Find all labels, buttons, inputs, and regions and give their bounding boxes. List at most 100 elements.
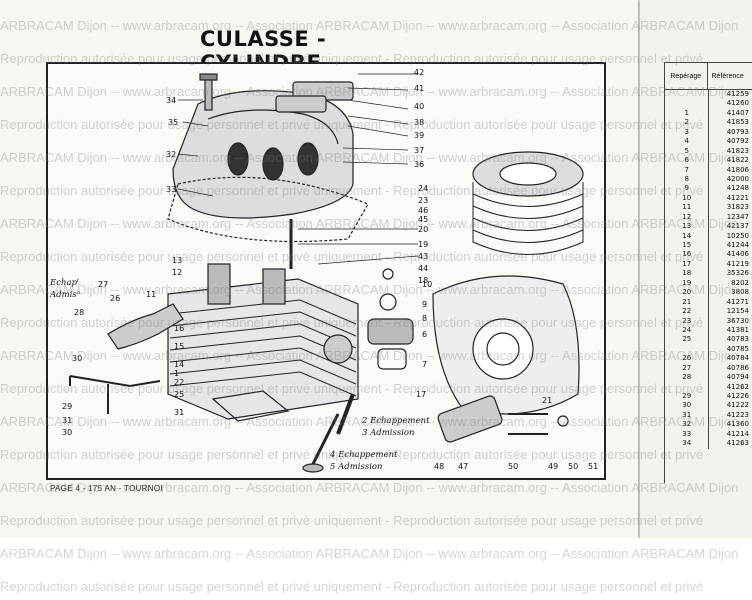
cell-reference: 41262 [726, 382, 749, 391]
cell-reference: 41360 [726, 420, 749, 429]
cell-reference: 40785 [726, 344, 749, 353]
exploded-diagram: 42 41 40 38 39 37 36 34 35 32 33 24 23 4… [46, 62, 606, 480]
callout-47: 47 [458, 462, 469, 471]
callout-30: 30 [72, 354, 83, 363]
cell-reperage: 20 [665, 288, 710, 298]
watermark-line: Reproduction autorisée pour usage person… [0, 315, 704, 330]
watermark-line: ARBRACAM Dijon -- www.arbracam.org -- As… [0, 84, 739, 99]
callout-1: 1 [174, 369, 180, 378]
callout-13: 13 [172, 256, 183, 265]
cell-reperage: 4 [665, 137, 710, 147]
cell-reperage: 17 [665, 259, 710, 270]
cell-reference: 31823 [726, 203, 749, 212]
table-row: 19 8202 [665, 278, 752, 289]
callout-24: 24 [418, 184, 429, 193]
cell-reperage: 12 [665, 212, 710, 223]
watermark-line: Reproduction autorisée pour usage person… [0, 579, 704, 594]
cell-reference: 41222 [726, 401, 749, 410]
cell-reference: 12347 [726, 212, 749, 221]
cell-reperage: 14 [665, 231, 710, 241]
annotation-admis: Admisⁿ [50, 290, 81, 300]
cell-reperage: 21 [665, 297, 710, 308]
cell-reperage: 18 [665, 269, 710, 279]
callout-50-b: 50 [568, 462, 579, 471]
cell-reperage: 13 [665, 222, 710, 232]
cell-reperage: 15 [665, 241, 710, 251]
bottom-strip [0, 538, 752, 600]
cell-reference: 35326 [726, 269, 749, 278]
cell-reperage: 6 [665, 156, 710, 166]
cell-reference: 41248 [726, 184, 749, 193]
callout-20: 20 [418, 225, 429, 234]
cell-reperage: 1 [665, 108, 710, 119]
watermark-line: Reproduction autorisée pour usage person… [0, 51, 704, 66]
callout-35: 35 [168, 118, 179, 127]
header-reference: Référence [711, 72, 744, 80]
table-row: 40785 [665, 344, 752, 355]
callout-41: 41 [414, 84, 425, 93]
cell-reperage: 10 [665, 193, 710, 204]
cell-reference: 36730 [726, 316, 749, 325]
watermark-line: ARBRACAM Dijon -- www.arbracam.org -- As… [0, 282, 739, 297]
callout-28: 28 [74, 308, 85, 317]
cell-reperage: 16 [665, 250, 710, 260]
cell-reperage [665, 344, 710, 355]
annotation-note-2: 2 Echappement [362, 416, 430, 426]
cell-reperage: 31 [665, 410, 710, 421]
callout-45: 45 [418, 215, 429, 224]
callout-11: 11 [146, 290, 157, 299]
callout-44: 44 [418, 264, 429, 273]
annotation-note-3: 3 Admission [362, 428, 415, 438]
watermark-line: ARBRACAM Dijon -- www.arbracam.org -- As… [0, 348, 739, 363]
callout-23: 23 [418, 196, 429, 205]
cell-reperage: 7 [665, 165, 710, 175]
cell-reference: 41214 [726, 429, 749, 438]
cell-reference: 41259 [726, 90, 749, 98]
callout-39: 39 [414, 131, 425, 140]
cell-reperage [665, 382, 710, 392]
cell-reference: 41381 [726, 325, 749, 334]
cell-reference: 42000 [726, 174, 749, 183]
watermark-line: ARBRACAM Dijon -- www.arbracam.org -- As… [0, 150, 739, 165]
cell-reference: 8202 [731, 278, 749, 287]
cell-reperage: 34 [665, 439, 710, 449]
callout-38: 38 [414, 118, 425, 127]
cell-reperage: 26 [665, 354, 710, 364]
callout-8: 8 [422, 314, 428, 323]
reference-table-header: Repérage Référence [665, 63, 752, 90]
callout-17: 17 [416, 390, 427, 399]
callout-51: 51 [588, 462, 599, 471]
callout-37: 37 [414, 146, 425, 155]
cell-reference: 40786 [726, 363, 749, 372]
callout-9: 9 [422, 300, 428, 309]
callout-46: 46 [418, 206, 429, 215]
diagram-drawing [69, 73, 584, 473]
table-row: 41260 [665, 99, 752, 109]
watermark-line: Reproduction autorisée pour usage person… [0, 183, 704, 198]
cell-reperage: 19 [665, 278, 710, 289]
cell-reference: 10250 [726, 231, 749, 240]
cell-reference: 41226 [726, 392, 749, 400]
callout-10: 10 [422, 280, 433, 289]
watermark-line: Reproduction autorisée pour usage person… [0, 117, 704, 132]
cell-reference: 40794 [726, 373, 749, 382]
